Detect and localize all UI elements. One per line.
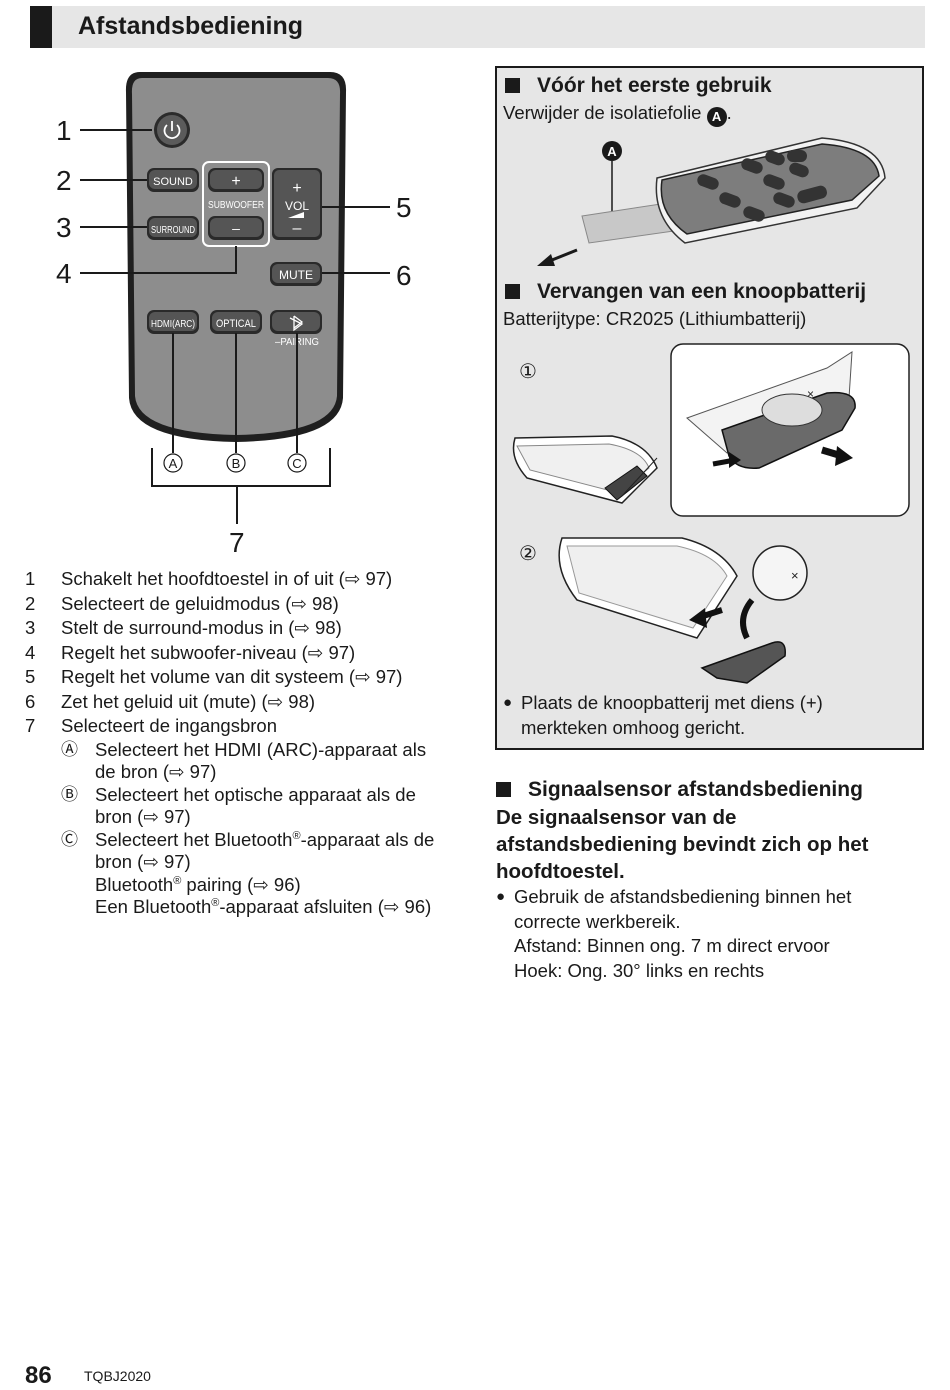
svg-text:OPTICAL: OPTICAL — [216, 318, 256, 330]
sub-item-a: Ⓐ Selecteert het HDMI (ARC)-apparaat als… — [61, 738, 427, 783]
callout-1: 1 — [56, 115, 72, 146]
sub-item-c: Ⓒ Selecteert het Bluetooth®-apparaat als… — [61, 828, 435, 918]
callout-2: 2 — [56, 165, 72, 196]
sound-button: SOUND — [147, 168, 199, 192]
svg-text:–: – — [293, 220, 302, 237]
callout-4: 4 — [56, 258, 72, 289]
first-use-text: Verwijder de isolatiefolie A. — [503, 101, 732, 127]
svg-text:A: A — [607, 144, 617, 159]
callout-3: 3 — [56, 212, 72, 243]
callout-7: 7 — [229, 527, 245, 558]
letter-c: C — [292, 456, 301, 471]
remote-diagram: SOUND SURROUND + SUBWOOFER – + VOL – MUT… — [56, 72, 412, 558]
optical-button: OPTICAL — [210, 310, 262, 334]
badge-a: A — [706, 107, 727, 127]
mute-button: MUTE — [270, 262, 322, 286]
battery-illustrations: A — [537, 137, 886, 266]
step-2-label: ② — [519, 543, 537, 565]
battery-note: ● Plaats de knoopbatterij met diens (+)m… — [503, 692, 823, 738]
svg-text:HDMI(ARC): HDMI(ARC) — [151, 319, 195, 330]
svg-text:SURROUND: SURROUND — [151, 225, 195, 236]
volume-button: + VOL – — [272, 168, 322, 240]
document-code: TQBJ2020 — [84, 1368, 151, 1384]
svg-text:×: × — [807, 387, 814, 401]
header-bar — [30, 6, 925, 48]
svg-text:VOL: VOL — [285, 199, 309, 213]
letter-a: A — [169, 456, 178, 471]
sub-item-b: Ⓑ Selecteert het optische apparaat als d… — [61, 783, 416, 828]
svg-text:×: × — [791, 568, 799, 583]
remote-film-illustration: A — [537, 137, 886, 266]
bluetooth-icon — [289, 315, 304, 332]
svg-text:MUTE: MUTE — [279, 268, 313, 282]
step-1-label: ① — [519, 361, 537, 383]
subwoofer-buttons: + SUBWOOFER – — [202, 161, 270, 247]
page-title: Afstandsbediening — [78, 12, 304, 40]
callout-5: 5 — [396, 192, 412, 223]
power-button — [154, 112, 190, 148]
battery-type: Batterijtype: CR2025 (Lithiumbatterij) — [503, 308, 807, 329]
svg-text:+: + — [231, 173, 240, 190]
header-marker — [30, 6, 52, 48]
signal-heading: Signaalsensor afstandsbediening — [496, 776, 936, 804]
battery-steps-illustration: ① × ② × — [512, 343, 910, 684]
page-number: 86 — [25, 1362, 52, 1389]
svg-text:SOUND: SOUND — [153, 176, 193, 188]
svg-text:+: + — [292, 180, 301, 197]
instruction-box: Vóór het eerste gebruik Verwijder de iso… — [495, 66, 924, 750]
signal-statement: De signaalsensor van de afstandsbedienin… — [496, 806, 869, 883]
svg-text:–: – — [232, 220, 240, 236]
svg-text:SUBWOOFER: SUBWOOFER — [208, 200, 264, 211]
callout-6: 6 — [396, 260, 412, 291]
surround-button: SURROUND — [147, 216, 199, 240]
hdmi-button: HDMI(ARC) — [147, 310, 199, 334]
first-use-heading: Vóór het eerste gebruik — [505, 72, 772, 100]
signal-bullet: ● Gebruik de afstandsbediening binnen he… — [496, 886, 852, 981]
battery-heading: Vervangen van een knoopbatterij — [505, 278, 866, 306]
letter-b: B — [232, 456, 241, 471]
